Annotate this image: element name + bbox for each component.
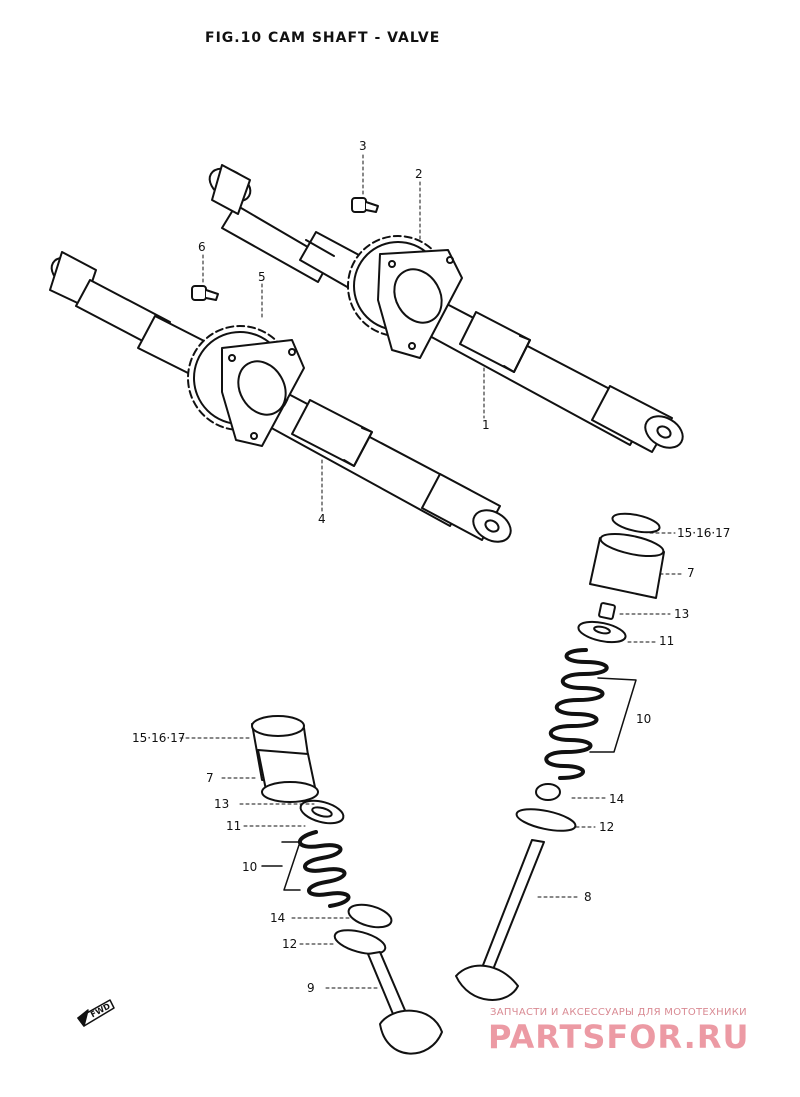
part-label-4: 4 bbox=[318, 512, 326, 526]
valve-assembly-left bbox=[251, 715, 443, 1055]
valve-assembly-right bbox=[455, 512, 665, 1001]
figure-title: FIG.10 CAM SHAFT - VALVE bbox=[205, 30, 441, 46]
part-label-11-left: 11 bbox=[226, 819, 242, 833]
part-label-11-right: 11 bbox=[659, 634, 675, 648]
part-label-7-right: 7 bbox=[687, 566, 695, 580]
bolt-3 bbox=[351, 197, 379, 213]
part-label-15-16-17-right: 15·16·17 bbox=[677, 526, 731, 540]
part-label-12-right: 12 bbox=[599, 820, 615, 834]
sprocket-upper bbox=[347, 235, 463, 359]
part-label-14-right: 14 bbox=[609, 792, 625, 806]
fwd-arrow bbox=[77, 999, 115, 1027]
part-label-13-right: 13 bbox=[674, 607, 690, 621]
part-label-13-left: 13 bbox=[214, 797, 230, 811]
part-label-10-left: 10 bbox=[242, 860, 258, 874]
watermark-tagline: ЗАПЧАСТИ И АКСЕССУАРЫ ДЛЯ МОТОТЕХНИКИ bbox=[490, 1007, 747, 1018]
bracket-lines bbox=[261, 677, 637, 891]
part-label-8: 8 bbox=[584, 890, 592, 904]
watermark-logo: PARTSFOR.RU bbox=[488, 1018, 750, 1056]
part-label-3: 3 bbox=[359, 139, 367, 153]
part-label-2: 2 bbox=[415, 167, 423, 181]
bolt-6 bbox=[191, 285, 219, 301]
sprocket-lower bbox=[187, 325, 305, 447]
part-label-10-right: 10 bbox=[636, 712, 652, 726]
part-label-1: 1 bbox=[482, 418, 490, 432]
leader-lines bbox=[179, 154, 684, 989]
part-label-6: 6 bbox=[198, 240, 206, 254]
part-label-7-left: 7 bbox=[206, 771, 214, 785]
part-label-9: 9 bbox=[307, 981, 315, 995]
part-label-15-16-17-left: 15·16·17 bbox=[132, 731, 186, 745]
part-label-12-left: 12 bbox=[282, 937, 298, 951]
part-label-14-left: 14 bbox=[270, 911, 286, 925]
part-label-5: 5 bbox=[258, 270, 266, 284]
